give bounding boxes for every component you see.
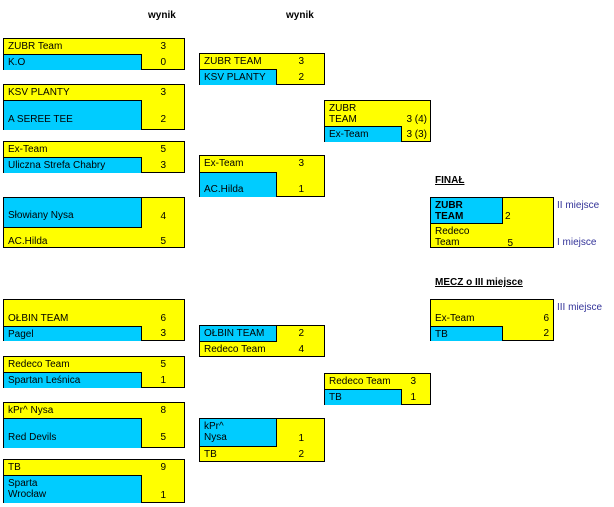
match-r2-4: kPr^ Nysa 1 TB 2	[199, 418, 325, 462]
third-place-title: MECZ o III miejsce	[435, 277, 523, 288]
team-name: Redeco Team	[329, 376, 391, 387]
team-score: 8	[160, 405, 166, 416]
match-r2-1: ZUBR TEAM 3 KSV PLANTY 2	[199, 53, 325, 85]
team-name: Redeco Team	[435, 226, 470, 248]
team-score: 5	[160, 236, 166, 247]
team-name: Ex-Team	[8, 144, 48, 155]
match-r1-5: OŁBIN TEAM 6 Pagel 3	[3, 299, 185, 341]
final-title: FINAŁ	[435, 175, 465, 186]
team-score: 3	[410, 376, 416, 387]
match-final: ZUBR TEAM 2 Redeco Team 5	[430, 197, 554, 249]
team-score: 1	[298, 184, 304, 195]
place-label-2nd: II miejsce	[557, 200, 600, 211]
team-name: KSV PLANTY	[8, 87, 70, 98]
team-score: 1	[160, 490, 166, 501]
team-name: OŁBIN TEAM	[8, 313, 69, 324]
team-name: Spartan Leśnica	[8, 375, 81, 386]
team-score: 3	[160, 328, 166, 339]
team-score: 0	[160, 57, 166, 68]
team-name: OŁBIN TEAM	[204, 328, 265, 339]
score-header-1: wynik	[148, 10, 176, 21]
team-score: 3 (4)	[406, 114, 427, 125]
team-name: kPr^ Nysa	[204, 421, 227, 443]
team-score: 2	[505, 211, 511, 222]
team-score: 2	[543, 328, 549, 339]
team-name: kPr^ Nysa	[8, 405, 54, 416]
team-name: Ex-Team	[329, 129, 369, 140]
team-score: 5	[160, 432, 166, 443]
team-name: ZUBR Team	[8, 41, 63, 52]
match-r1-8: TB 9 Sparta Wrocław 1	[3, 459, 185, 503]
match-r1-7: kPr^ Nysa 8 Red Devils 5	[3, 402, 185, 448]
team-name: AC.Hilda	[204, 184, 244, 195]
team-name: TB	[8, 462, 21, 473]
match-r1-1: ZUBR Team 3 K.O 0	[3, 38, 185, 70]
team-score: 2	[298, 449, 304, 460]
match-r1-2: KSV PLANTY 3 A SEREE TEE 2	[3, 84, 185, 130]
team-name: Redeco Team	[204, 344, 266, 355]
team-score: 5	[160, 359, 166, 370]
team-score: 5	[160, 144, 166, 155]
team-score: 6	[543, 313, 549, 324]
team-score: 2	[160, 114, 166, 125]
match-r2-3: OŁBIN TEAM 2 Redeco Team 4	[199, 325, 325, 357]
team-name: Redeco Team	[8, 359, 70, 370]
team-name: Sparta Wrocław	[8, 478, 47, 500]
team-score: 4	[160, 211, 166, 222]
team-score: 5	[507, 238, 513, 249]
team-name: Uliczna Strefa Chabry	[8, 160, 106, 171]
match-semi-2: Redeco Team 3 TB 1	[324, 373, 431, 405]
match-r1-3: Ex-Team 5 Uliczna Strefa Chabry 3	[3, 141, 185, 173]
team-name: ZUBR TEAM	[435, 200, 464, 222]
team-score: 3	[160, 160, 166, 171]
place-label-1st: I miejsce	[557, 237, 597, 248]
team-name: TB	[435, 329, 448, 340]
team-score: 9	[160, 462, 166, 473]
team-score: 4	[298, 344, 304, 355]
team-name: Red Devils	[8, 432, 57, 443]
team-name: Ex-Team	[435, 313, 475, 324]
team-score: 3	[298, 158, 304, 169]
team-name: K.O	[8, 57, 26, 68]
team-score: 6	[160, 313, 166, 324]
team-score: 3 (3)	[406, 129, 427, 140]
team-score: 3	[298, 56, 304, 67]
match-third-place: Ex-Team 6 TB 2	[430, 299, 554, 341]
team-name: KSV PLANTY	[204, 72, 266, 83]
team-score: 3	[160, 41, 166, 52]
team-name: Ex-Team	[204, 158, 244, 169]
team-score: 2	[298, 328, 304, 339]
team-score: 1	[410, 392, 416, 403]
team-score: 1	[160, 375, 166, 386]
team-name: Pagel	[8, 329, 34, 340]
team-score: 3	[160, 87, 166, 98]
team-name: ZUBR TEAM	[204, 56, 262, 67]
team-name: ZUBR TEAM	[329, 103, 357, 125]
team-score: 1	[298, 433, 304, 444]
team-name: A SEREE TEE	[8, 114, 73, 125]
team-name: AC.Hilda	[8, 236, 48, 247]
team-score: 2	[298, 72, 304, 83]
team-name: TB	[329, 392, 342, 403]
match-r1-6: Redeco Team 5 Spartan Leśnica 1	[3, 356, 185, 388]
team-name: TB	[204, 449, 217, 460]
match-semi-1: ZUBR TEAM 3 (4) Ex-Team 3 (3)	[324, 100, 431, 142]
place-label-3rd: III miejsce	[557, 302, 603, 313]
match-r1-4: Słowiany Nysa 4 AC.Hilda 5	[3, 197, 185, 248]
score-header-2: wynik	[286, 10, 314, 21]
team-name: Słowiany Nysa	[8, 210, 74, 221]
match-r2-2: Ex-Team 3 AC.Hilda 1	[199, 155, 325, 197]
